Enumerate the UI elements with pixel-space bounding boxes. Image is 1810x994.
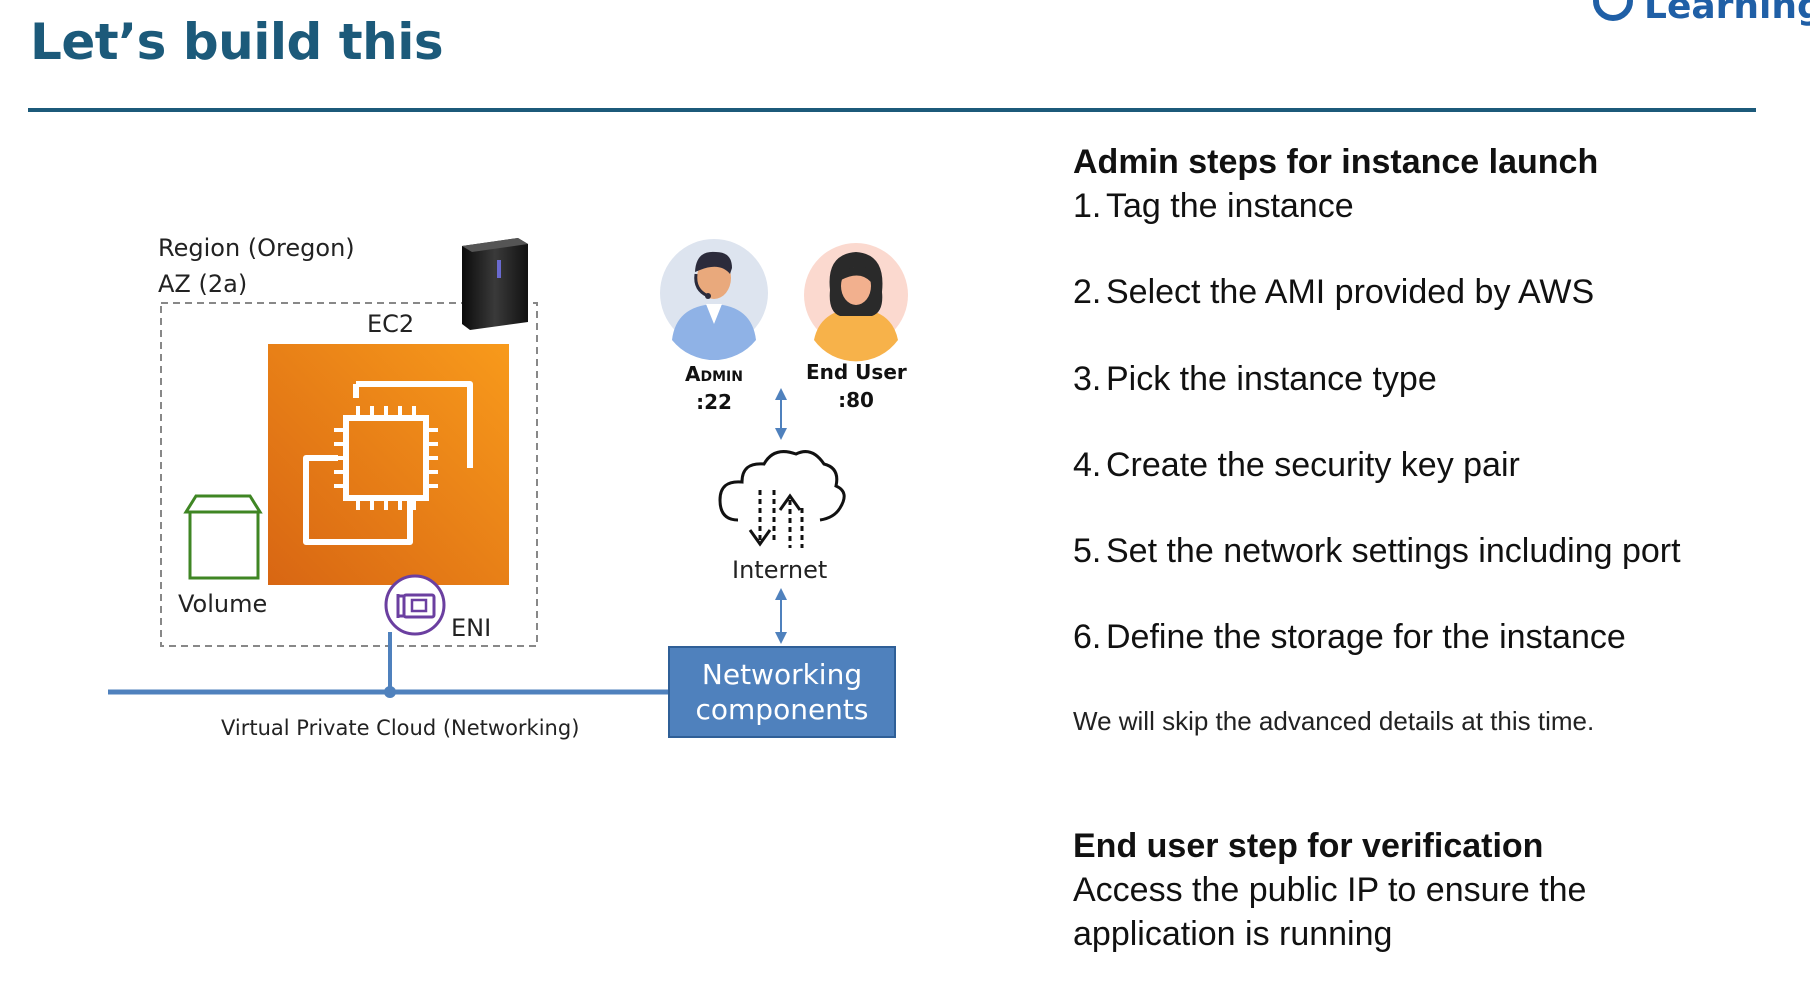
admin-avatar (660, 239, 768, 361)
step-number: 6. (1073, 618, 1102, 657)
internet-cloud-icon (718, 450, 846, 548)
eni-label: ENI (451, 614, 492, 642)
server-icon (462, 238, 528, 330)
step-text: Define the storage for the instance (1106, 618, 1626, 657)
admin-steps-list: 1.Tag the instance 2.Select the AMI prov… (1073, 184, 1773, 659)
step-text: Tag the instance (1106, 187, 1354, 226)
admin-port-label: :22 (696, 390, 732, 414)
verification-text: Access the public IP to ensure the appli… (1073, 871, 1587, 954)
networking-components-box: Networking components (668, 646, 896, 738)
list-item: 5.Set the network settings including por… (1073, 529, 1773, 573)
region-label: Region (Oregon) (158, 234, 355, 262)
availability-zone-boundary (160, 302, 538, 647)
step-text: Create the security key pair (1106, 445, 1520, 484)
skip-note: We will skip the advanced details at thi… (1073, 706, 1595, 736)
brand-text: Learning (1644, 0, 1810, 27)
vpc-label: Virtual Private Cloud (Networking) (221, 716, 580, 740)
ec2-icon (268, 344, 509, 585)
volume-label: Volume (178, 590, 268, 618)
step-text: Set the network settings including port (1106, 531, 1681, 570)
step-number: 5. (1073, 531, 1102, 570)
ec2-label: EC2 (367, 310, 415, 338)
step-text: Select the AMI provided by AWS (1106, 273, 1595, 312)
internet-label: Internet (732, 556, 828, 584)
brand-logo: Learning (1590, 0, 1810, 27)
end-user-label: End User (806, 360, 907, 384)
az-label: AZ (2a) (158, 270, 248, 298)
list-item: 3.Pick the instance type (1073, 357, 1773, 401)
end-user-avatar (804, 243, 908, 362)
verification-section: End user step for verification Access th… (1073, 824, 1723, 957)
step-number: 4. (1073, 445, 1102, 484)
slide-title: Let’s build this (30, 13, 444, 71)
end-user-port-label: :80 (838, 388, 874, 412)
step-number: 1. (1073, 187, 1102, 226)
list-item: 2.Select the AMI provided by AWS (1073, 270, 1773, 314)
step-text: Pick the instance type (1106, 359, 1437, 398)
verification-heading: End user step for verification (1073, 827, 1544, 865)
volume-icon (183, 494, 263, 580)
networking-components-label: Networking components (695, 658, 869, 726)
list-item: 4.Create the security key pair (1073, 443, 1773, 487)
admin-steps: Admin steps for instance launch 1.Tag th… (1073, 140, 1773, 659)
eni-icon (384, 574, 446, 636)
step-number: 2. (1073, 273, 1102, 312)
title-divider (28, 108, 1756, 112)
brand-swirl-icon (1593, 0, 1633, 21)
list-item: 1.Tag the instance (1073, 184, 1773, 228)
admin-label: Admin (685, 362, 743, 386)
admin-steps-heading: Admin steps for instance launch (1073, 143, 1599, 181)
step-number: 3. (1073, 359, 1102, 398)
list-item: 6.Define the storage for the instance (1073, 615, 1773, 659)
